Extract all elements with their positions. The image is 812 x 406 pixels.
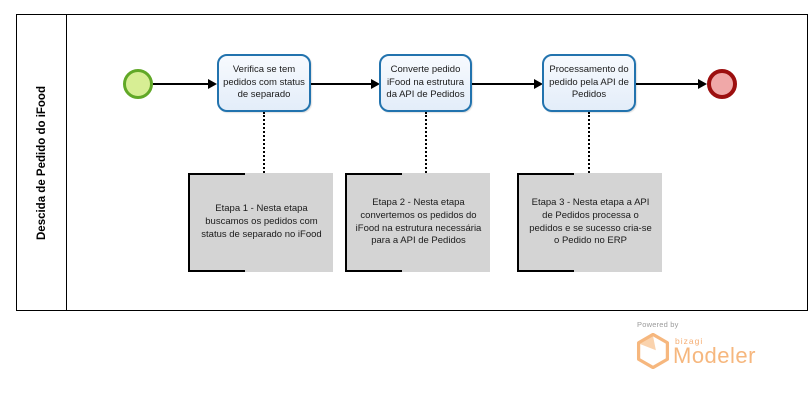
task-converte-pedido[interactable]: Converte pedido iFood na estrutura da AP… [379,54,472,112]
bizagi-wordmark: bizagi [675,336,704,346]
association-dotted-line-1[interactable] [263,112,265,173]
association-dotted-line-2[interactable] [425,112,427,173]
sequence-flow-4[interactable] [636,83,699,85]
text-annotation-etapa-2[interactable]: Etapa 2 - Nesta etapa convertemos os ped… [345,173,490,272]
task-label: Converte pedido iFood na estrutura da AP… [386,64,465,101]
sequence-flow-2-arrowhead-icon [371,79,380,89]
task-verifica-pedidos[interactable]: Verifica se tem pedidos com status de se… [217,54,311,112]
sequence-flow-1[interactable] [153,83,209,85]
sequence-flow-2[interactable] [311,83,372,85]
association-dotted-line-3[interactable] [588,112,590,173]
sequence-flow-3[interactable] [472,83,535,85]
sequence-flow-1-arrowhead-icon [208,79,217,89]
text-annotation-etapa-1[interactable]: Etapa 1 - Nesta etapa buscamos os pedido… [188,173,333,272]
sequence-flow-3-arrowhead-icon [534,79,543,89]
start-event[interactable] [123,69,153,99]
annotation-text: Etapa 2 - Nesta etapa convertemos os ped… [355,196,482,247]
task-processamento-pedido[interactable]: Processamento do pedido pela API de Pedi… [542,54,636,112]
task-label: Verifica se tem pedidos com status de se… [223,64,305,101]
annotation-text: Etapa 1 - Nesta etapa buscamos os pedido… [201,203,322,240]
task-label: Processamento do pedido pela API de Pedi… [549,64,629,101]
sequence-flow-4-arrowhead-icon [698,79,707,89]
bizagi-brand-block: Powered by bizagi Modeler [635,320,785,380]
modeler-wordmark: Modeler [673,343,756,368]
text-annotation-etapa-3[interactable]: Etapa 3 - Nesta etapa a API de Pedidos p… [517,173,662,272]
pool-label-strip[interactable]: Descida de Pedido do iFood [17,15,67,310]
powered-by-text: Powered by [637,320,679,329]
end-event[interactable] [707,69,737,99]
pool-label: Descida de Pedido do iFood [36,85,48,240]
bizagi-box-icon [636,333,670,369]
annotation-text: Etapa 3 - Nesta etapa a API de Pedidos p… [529,196,652,247]
